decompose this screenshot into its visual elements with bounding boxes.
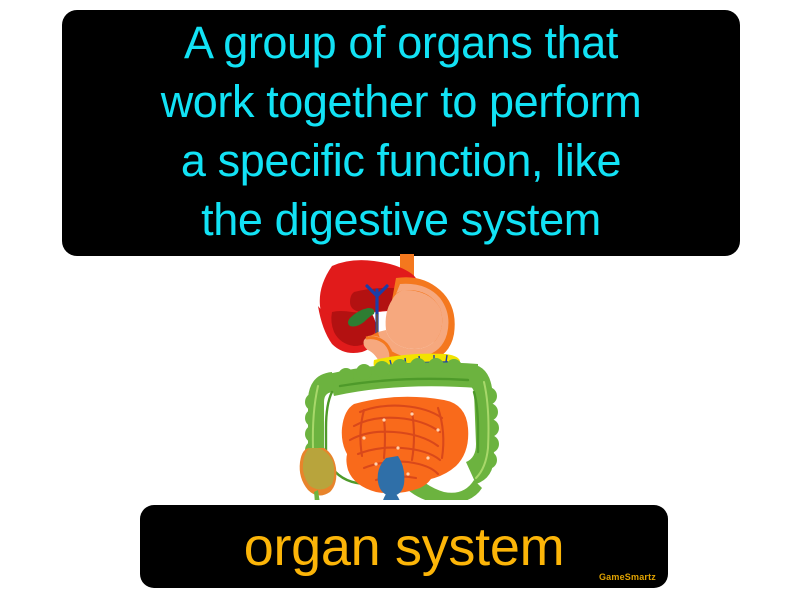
term-box: organ system GameSmartz [140, 505, 668, 588]
definition-line-1: A group of organs that [183, 17, 618, 68]
cecum-green-overlay [302, 448, 335, 490]
term-label: organ system [243, 516, 565, 577]
definition-line-2: work together to perform [160, 76, 642, 127]
definition-line-3: a specific function, like [180, 135, 622, 186]
appendix-organ [314, 490, 320, 500]
gamesmartz-watermark: GameSmartz [598, 572, 656, 582]
anal-canal [383, 494, 400, 500]
definition-line-4: the digestive system [201, 194, 601, 245]
digestive-system-illustration [288, 252, 518, 500]
small-intestine-highlights [362, 412, 440, 476]
stomach-fill [385, 290, 443, 349]
gallbladder-organ [348, 308, 375, 327]
duodenum-outline [365, 336, 393, 363]
rectum-organ [377, 456, 405, 496]
definition-box: A group of organs that work together to … [62, 10, 740, 256]
